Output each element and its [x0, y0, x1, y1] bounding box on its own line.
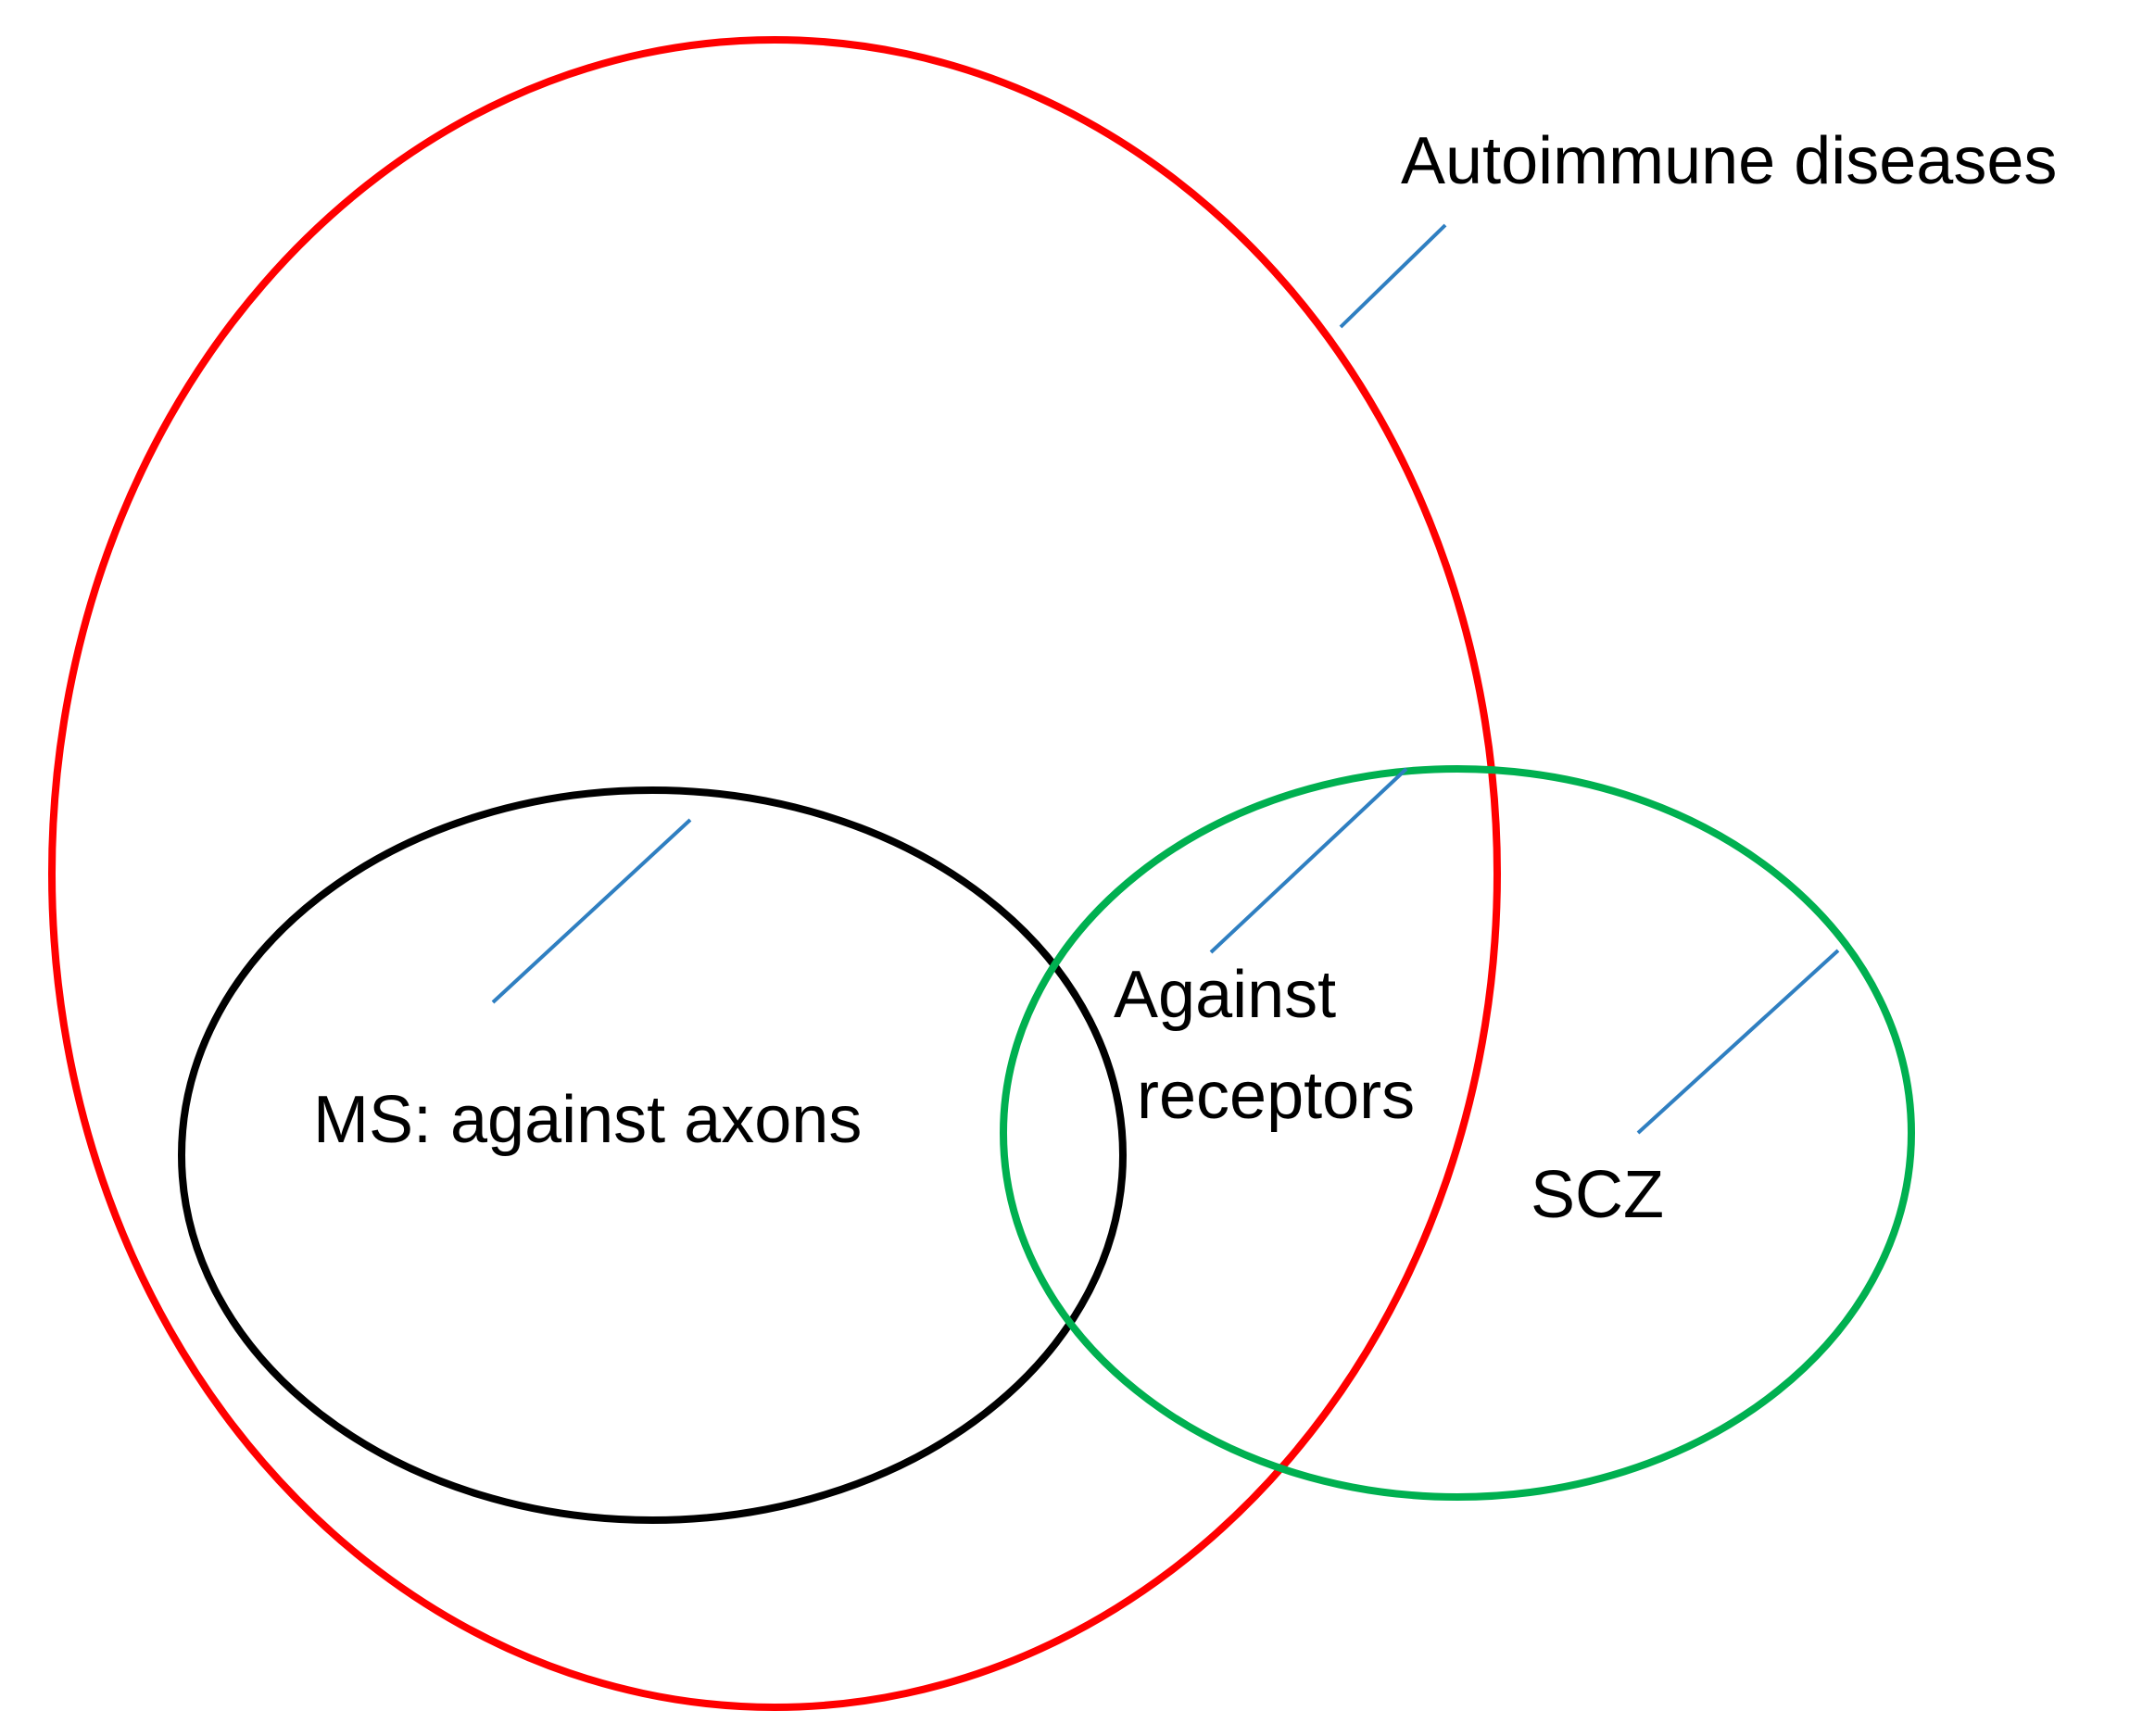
ms-leader-line [491, 818, 692, 1004]
ms-label: MS: against axons [313, 1083, 862, 1157]
autoimmune-leader-line [1339, 223, 1447, 329]
scz-leader-line [1636, 949, 1840, 1135]
intersection-label-line1: Against [1114, 958, 1336, 1032]
scz-label: SCZ [1531, 1158, 1664, 1232]
intersection-label-line2: receptors [1137, 1059, 1415, 1133]
ms-set [178, 786, 1127, 1524]
intersection-leader-line [1209, 767, 1408, 954]
autoimmune-diseases-set [48, 36, 1501, 1711]
scz-set [1000, 765, 1915, 1501]
autoimmune-diseases-label: Autoimmune diseases [1401, 124, 2057, 198]
